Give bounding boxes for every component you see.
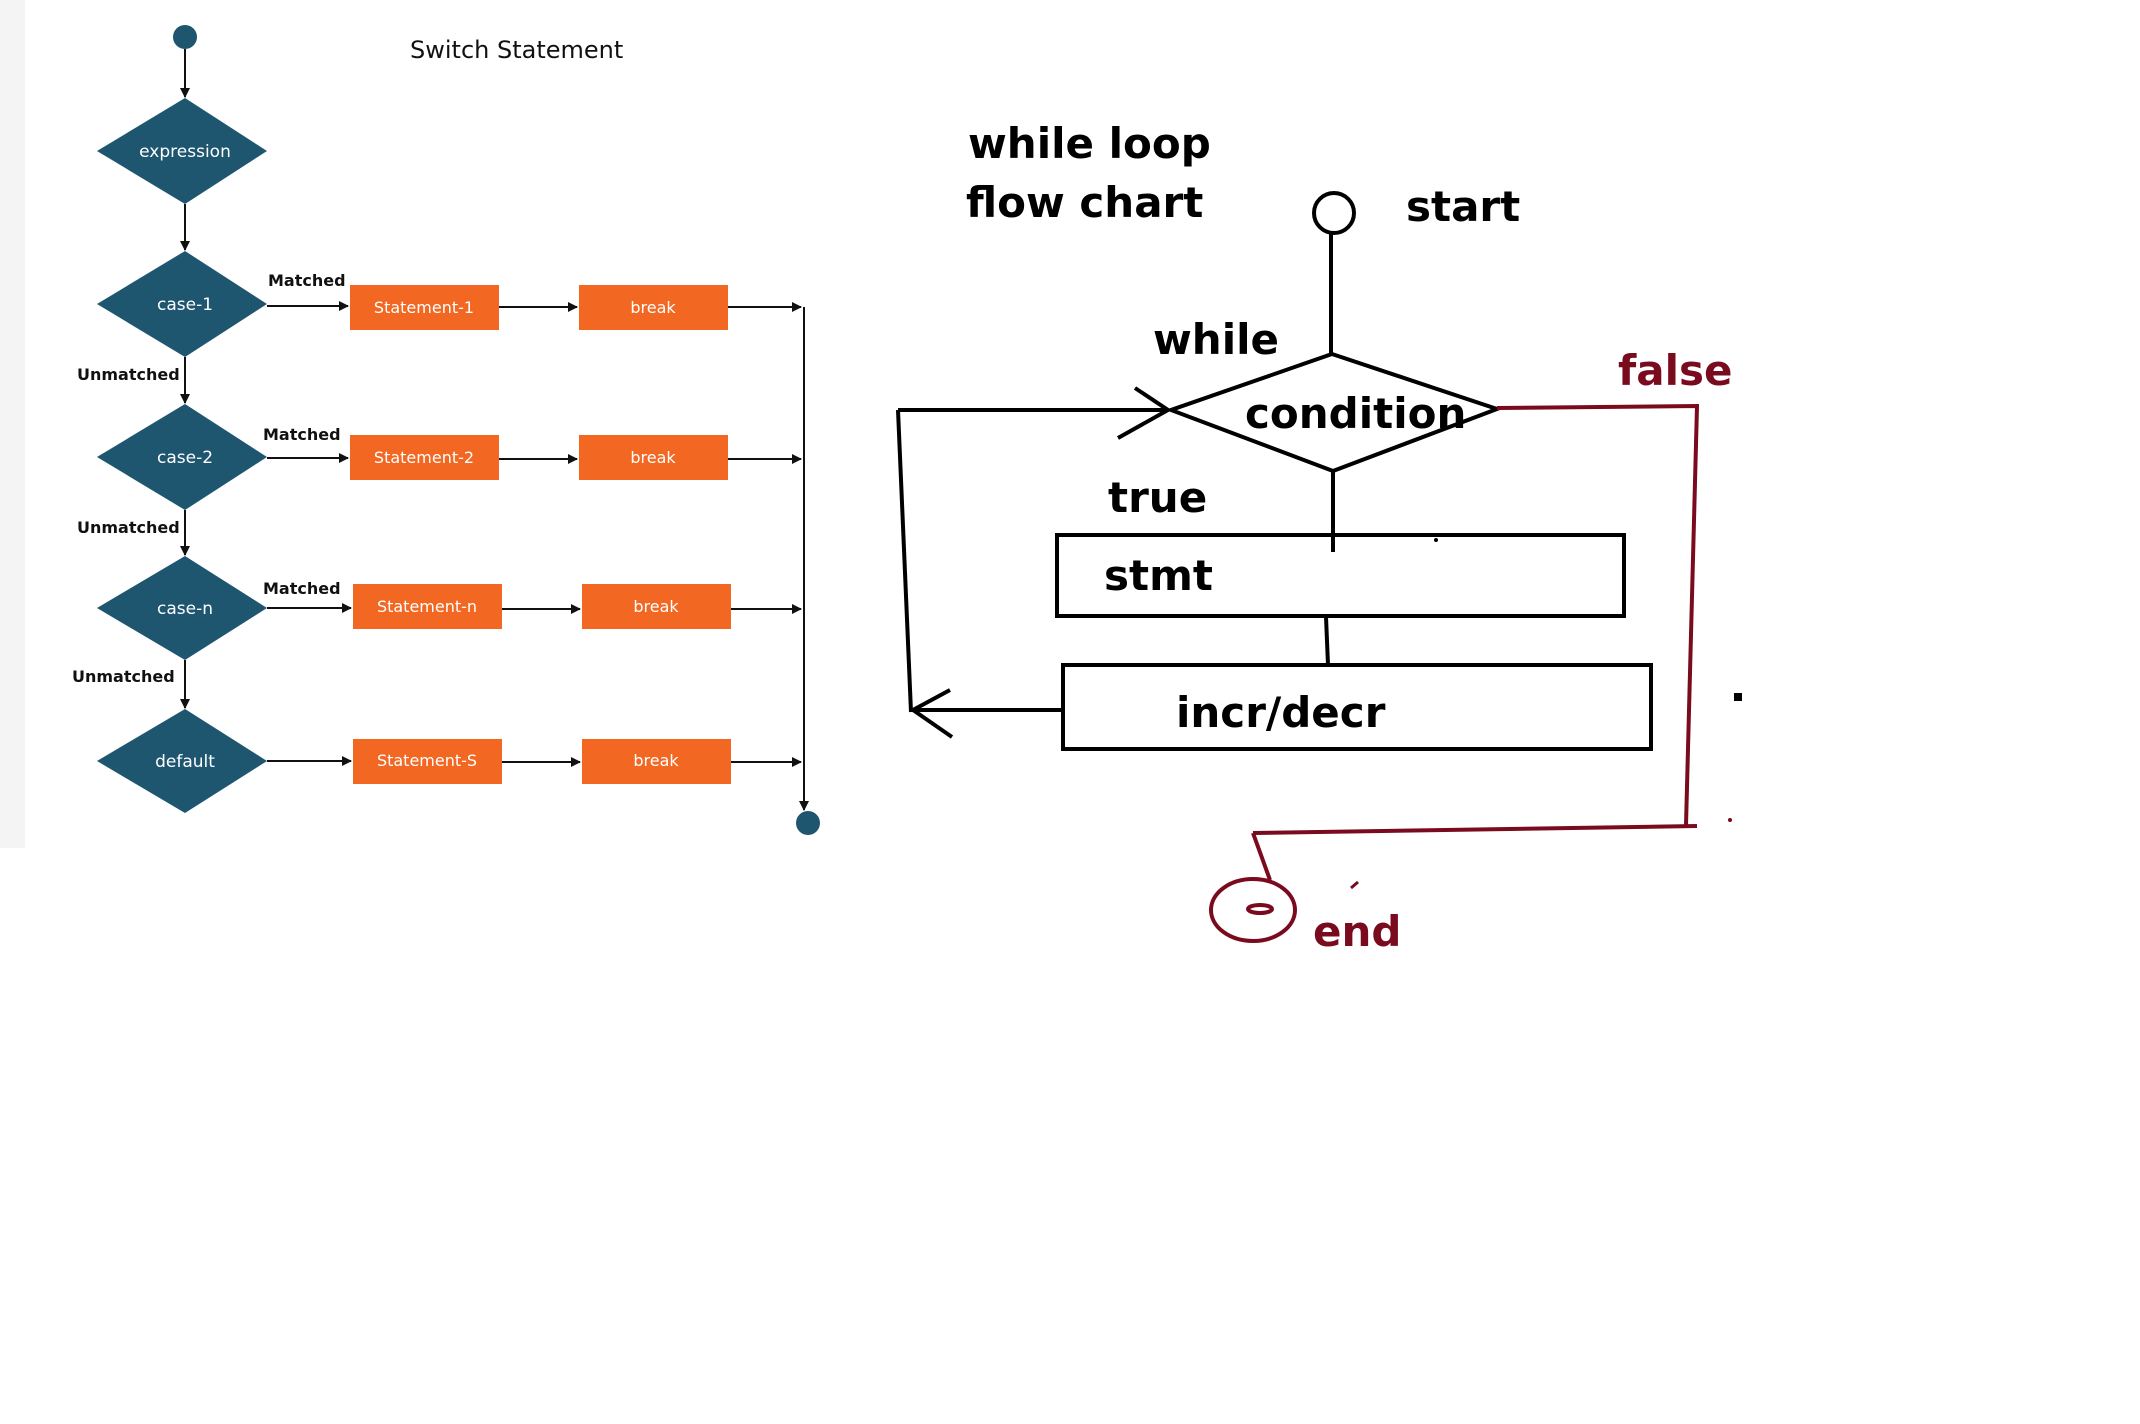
stmt-label: stmt	[1104, 551, 1213, 600]
left-gray-panel	[0, 0, 25, 848]
default-diamond	[97, 709, 267, 813]
case-2-matched-label: Matched	[263, 425, 341, 444]
condition-label: condition	[1245, 389, 1466, 438]
statement-n-label: Statement-n	[377, 597, 477, 616]
while-title-line2: flow chart	[966, 178, 1203, 227]
stray-dot-2	[1734, 693, 1742, 701]
while-start-node	[1312, 191, 1356, 235]
false-label: false	[1618, 346, 1733, 395]
case-n-diamond	[97, 556, 267, 660]
while-title-line1: while loop	[968, 119, 1211, 168]
expression-diamond	[97, 98, 267, 204]
case-1-row: case-1 Matched Statement-1 break Unmatch…	[77, 251, 802, 404]
false-exit-edge	[1496, 403, 1700, 826]
case-2-label: case-2	[157, 448, 213, 468]
while-end-node	[1209, 877, 1297, 943]
break-1-box	[579, 285, 728, 330]
break-s-box	[582, 739, 731, 784]
case-1-label: case-1	[157, 295, 213, 315]
true-label: true	[1108, 473, 1207, 522]
end-node-inner-mark	[1246, 903, 1274, 915]
case-2-unmatched-label: Unmatched	[77, 518, 180, 537]
statement-2-label: Statement-2	[374, 448, 474, 467]
stray-dot-3	[1728, 818, 1732, 822]
statement-2-box	[350, 435, 499, 480]
case-1-unmatched-label: Unmatched	[77, 365, 180, 384]
break-1-label: break	[630, 298, 676, 317]
end-label: end	[1313, 907, 1401, 956]
break-s-label: break	[633, 751, 679, 770]
switch-flowchart: Switch Statement expression case-1 Match…	[72, 25, 820, 835]
switch-title: Switch Statement	[410, 36, 623, 64]
case-1-diamond	[97, 251, 267, 357]
case-n-unmatched-label: Unmatched	[72, 667, 175, 686]
break-n-label: break	[633, 597, 679, 616]
statement-n-box	[353, 584, 502, 629]
default-row: default Statement-S break	[97, 709, 802, 813]
case-2-diamond	[97, 404, 267, 510]
exit-to-end-edge	[1251, 832, 1272, 881]
case-n-row: case-n Matched Statement-n break Unmatch…	[72, 556, 802, 709]
expression-label: expression	[139, 142, 231, 162]
statement-1-box	[350, 285, 499, 330]
break-2-box	[579, 435, 728, 480]
stmt-box	[1055, 533, 1626, 618]
break-n-box	[582, 584, 731, 629]
stmt-edge	[1324, 616, 1330, 666]
exit-bottom-edge	[1252, 824, 1698, 835]
while-keyword-label: while	[1153, 315, 1279, 364]
case-2-row: case-2 Matched Statement-2 break Unmatch…	[77, 404, 802, 556]
switch-start-node	[173, 25, 197, 49]
loop-back-arrowhead-icon	[909, 688, 954, 739]
stray-mark	[1350, 880, 1359, 890]
case-1-matched-label: Matched	[268, 271, 346, 290]
default-label: default	[155, 752, 215, 772]
stray-dot-1	[1434, 538, 1438, 542]
while-flowchart: while loop flow chart start while condit…	[896, 119, 1742, 956]
switch-end-node	[796, 811, 820, 835]
loop-entry-arrowhead-icon	[1117, 386, 1172, 440]
start-label: start	[1406, 182, 1520, 231]
loop-back-vertical-edge	[896, 409, 913, 713]
case-n-label: case-n	[157, 599, 213, 619]
incr-decr-label: incr/decr	[1176, 688, 1386, 737]
case-n-matched-label: Matched	[263, 579, 341, 598]
statement-s-label: Statement-S	[377, 751, 477, 770]
statement-1-label: Statement-1	[374, 298, 474, 317]
incr-decr-box	[1061, 663, 1653, 751]
break-2-label: break	[630, 448, 676, 467]
statement-s-box	[353, 739, 502, 784]
